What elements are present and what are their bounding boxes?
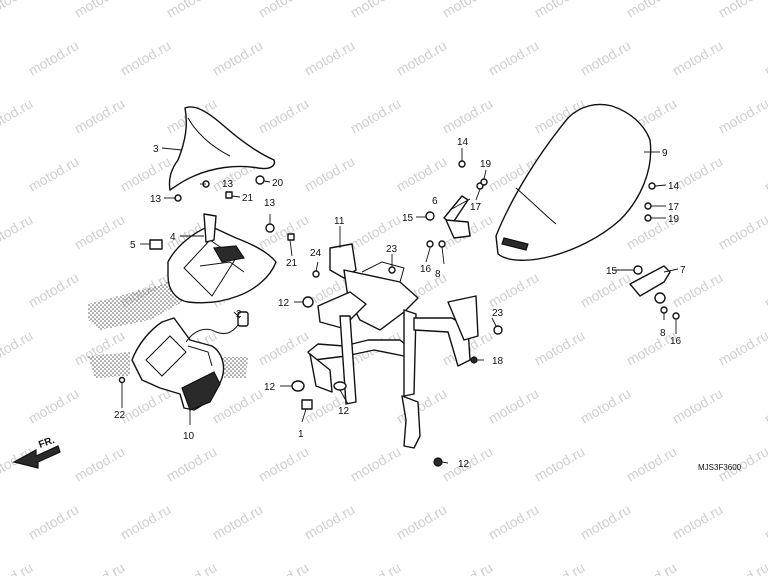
callout-19a: 19	[480, 159, 492, 170]
screw-22	[118, 376, 126, 384]
stay-lower-right	[401, 395, 421, 449]
callout-23b: 23	[492, 308, 504, 319]
wire-harness	[185, 313, 245, 343]
front-direction-label: FR.	[37, 435, 56, 451]
grommet-12c	[333, 381, 347, 391]
collar-1	[301, 399, 313, 410]
callout-22: 22	[114, 410, 126, 421]
screen-logo	[501, 237, 529, 251]
callouts: 1 2 3 4 5 6 7 8 8 9 10 11 12 12 12 12 13…	[114, 137, 686, 470]
diagram-code: MJS3F3600	[698, 463, 742, 472]
collar-19b	[644, 214, 652, 222]
rubber-15a	[425, 211, 435, 221]
bolt-23a	[388, 266, 396, 274]
stay-crossbar	[413, 317, 471, 367]
callout-8b: 8	[660, 328, 666, 339]
callout-13c: 13	[264, 198, 276, 209]
grommet-12b	[291, 380, 305, 392]
clip-5	[149, 239, 163, 250]
nut-16b	[672, 312, 680, 320]
stay-pipe-right	[403, 309, 417, 397]
clip-21b	[287, 233, 295, 241]
callout-13a: 13	[222, 179, 234, 190]
nut-20	[255, 175, 265, 185]
callout-18: 18	[492, 356, 504, 367]
callout-23a: 23	[386, 244, 398, 255]
callout-12c: 12	[338, 406, 350, 417]
windscreen	[495, 103, 652, 261]
stay-upright-right	[447, 295, 479, 341]
callout-12d: 12	[458, 459, 470, 470]
rubber-15b	[633, 265, 643, 275]
washer-8b	[660, 306, 668, 314]
callout-12b: 12	[264, 382, 276, 393]
callout-11: 11	[334, 216, 345, 227]
bolt-23b	[493, 325, 503, 335]
callout-21a: 21	[242, 193, 254, 204]
stay-pipe-center	[339, 315, 357, 405]
callout-15a: 15	[402, 213, 414, 224]
cowl-intake	[213, 245, 246, 263]
callout-7: 7	[680, 265, 686, 276]
bolt-24	[312, 270, 320, 278]
callout-1: 1	[298, 429, 304, 440]
callout-10: 10	[183, 431, 195, 442]
callout-4: 4	[170, 232, 176, 243]
grommet-12d	[433, 457, 443, 467]
stay-lower-left	[309, 353, 333, 393]
callout-12a: 12	[278, 298, 290, 309]
callout-24: 24	[310, 248, 322, 259]
callout-15b: 15	[606, 266, 618, 277]
collar-19a	[480, 178, 488, 186]
clip-21a	[225, 191, 233, 199]
fairing-shadow-upper	[88, 274, 186, 330]
washer-8a	[438, 240, 446, 248]
front-cowl	[167, 225, 277, 304]
nut-18	[470, 356, 478, 364]
callout-2: 2	[236, 309, 242, 320]
callout-14a: 14	[457, 137, 469, 148]
fairing-shadow-lower	[88, 352, 130, 378]
callout-6: 6	[432, 196, 438, 207]
callout-14b: 14	[668, 181, 680, 192]
callout-16b: 16	[670, 336, 682, 347]
screw-13c	[265, 223, 275, 233]
cowl-arm	[203, 213, 217, 243]
callout-5: 5	[130, 240, 136, 251]
bolt-14b	[648, 182, 656, 190]
callout-9: 9	[662, 148, 668, 159]
screen-bracket-right	[629, 265, 671, 297]
callout-3: 3	[153, 144, 159, 155]
stay-pipe-left	[307, 339, 413, 361]
callout-21b: 21	[286, 258, 298, 269]
bolt-14a	[458, 160, 466, 168]
upper-cowl	[168, 106, 276, 191]
grommet-12a	[302, 296, 314, 308]
callout-16a: 16	[420, 264, 432, 275]
callout-20: 20	[272, 178, 284, 189]
washer-17b	[644, 202, 652, 210]
headlight-lens	[181, 371, 221, 411]
callout-13b: 13	[150, 194, 162, 205]
leader-lines	[121, 147, 679, 464]
front-direction-arrow-icon	[12, 445, 61, 469]
callout-17a: 17	[470, 202, 482, 213]
callout-17b: 17	[668, 202, 680, 213]
callout-19b: 19	[668, 214, 680, 225]
nut-16a	[426, 240, 434, 248]
callout-8a: 8	[435, 269, 441, 280]
